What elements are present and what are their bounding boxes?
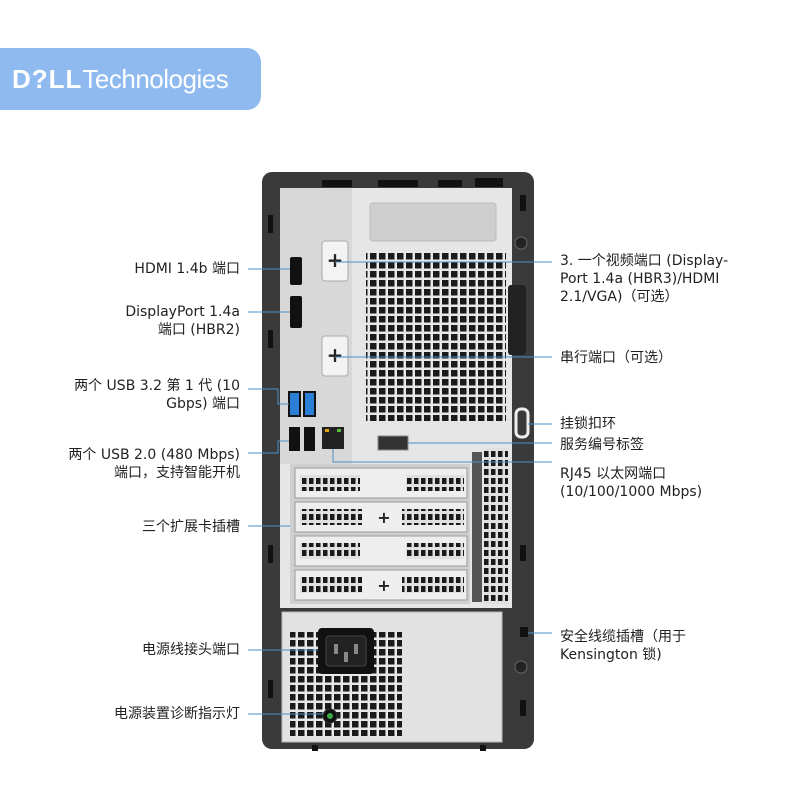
hdmi-port: [290, 257, 302, 285]
usb3-port: [303, 391, 316, 417]
expansion-slot-vent: [402, 509, 464, 525]
slot-plus: +: [377, 508, 390, 527]
label-padlock: 挂锁扣环: [560, 416, 616, 432]
chassis-side-slot: [268, 215, 273, 233]
rj45-led: [325, 429, 329, 432]
rj45-led: [337, 429, 341, 432]
chassis-side-slot: [520, 545, 526, 561]
serial-knockout: [321, 335, 349, 377]
fan-grill: [366, 251, 506, 421]
side-handle: [508, 285, 526, 355]
chassis-top-tab: [378, 180, 418, 187]
expansion-slot-vent: [300, 543, 360, 559]
label-rj45: RJ45 以太网端口 (10/100/1000 Mbps): [560, 466, 703, 500]
label-service-tag: 服务编号标签: [560, 437, 644, 453]
label-hdmi: HDMI 1.4b 端口: [134, 261, 240, 277]
chassis-side-slot: [268, 330, 273, 348]
power-pin: [334, 644, 338, 654]
expansion-slot-vent: [300, 475, 360, 491]
side-vent: [484, 448, 508, 604]
psu-led-light: [327, 713, 333, 719]
callout-usb2: [248, 440, 289, 454]
service-tag: [377, 435, 409, 451]
slot-plus: +: [377, 576, 390, 595]
chassis-foot: [480, 745, 486, 751]
chassis-top-tab: [475, 178, 503, 187]
chassis-side-slot: [268, 545, 273, 563]
chassis-side-slot: [268, 680, 273, 698]
power-pin: [344, 652, 348, 662]
rj45-port: [322, 427, 344, 449]
expansion-slot-vent: [406, 475, 464, 491]
chassis-screw: [514, 660, 528, 674]
label-displayport: DisplayPort 1.4a 端口 (HBR2): [125, 304, 240, 338]
label-video-port: 3. 一个视频端口 (Display- Port 1.4a (HBR3)/HDM…: [560, 253, 729, 305]
expansion-slots: + +: [294, 467, 468, 601]
callout-rj45: [332, 449, 552, 463]
label-usb2: 两个 USB 2.0 (480 Mbps) 端口，支持智能开机: [68, 447, 240, 481]
expansion-slot-vent: [300, 577, 362, 593]
video-knockout-plus: +: [327, 248, 344, 272]
label-serial: 串行端口（可选）: [560, 350, 672, 366]
displayport-port: [290, 296, 302, 328]
label-psu-led: 电源装置诊断指示灯: [114, 706, 240, 722]
logo-suffix: Technologies: [82, 63, 229, 94]
callout-lines: [248, 261, 552, 715]
label-power-connector: 电源线接头端口: [142, 642, 240, 658]
chassis-side-slot: [520, 700, 526, 716]
serial-knockout-plus: +: [327, 343, 344, 367]
handle-cutout: [369, 202, 497, 242]
label-expansion: 三个扩展卡插槽: [142, 519, 240, 535]
chassis-foot: [312, 745, 318, 751]
power-connector-inset: [325, 635, 367, 667]
logo-brand: D?LL: [12, 63, 83, 94]
label-usb3: 两个 USB 3.2 第 1 代 (10 Gbps) 端口: [74, 378, 240, 412]
chassis-screw: [514, 236, 528, 250]
expansion-slot-vent: [300, 509, 362, 525]
power-pin: [354, 644, 358, 654]
usb3-port: [288, 391, 301, 417]
kensington-slot: [520, 627, 528, 637]
padlock-loop: [514, 407, 530, 439]
usb2-port: [289, 427, 300, 451]
label-kensington: 安全线缆插槽（用于 Kensington 锁): [560, 629, 686, 663]
chassis-top-tab: [322, 180, 352, 187]
slot-latch: [472, 452, 482, 602]
video-knockout: [321, 240, 349, 282]
chassis-top-tab: [438, 180, 462, 187]
callout-usb3: [248, 388, 289, 405]
chassis-side-slot: [520, 195, 526, 211]
expansion-slot-vent: [406, 543, 464, 559]
expansion-slot-vent: [402, 577, 464, 593]
dell-technologies-logo: D?LLTechnologies: [0, 48, 261, 110]
usb2-port: [304, 427, 315, 451]
